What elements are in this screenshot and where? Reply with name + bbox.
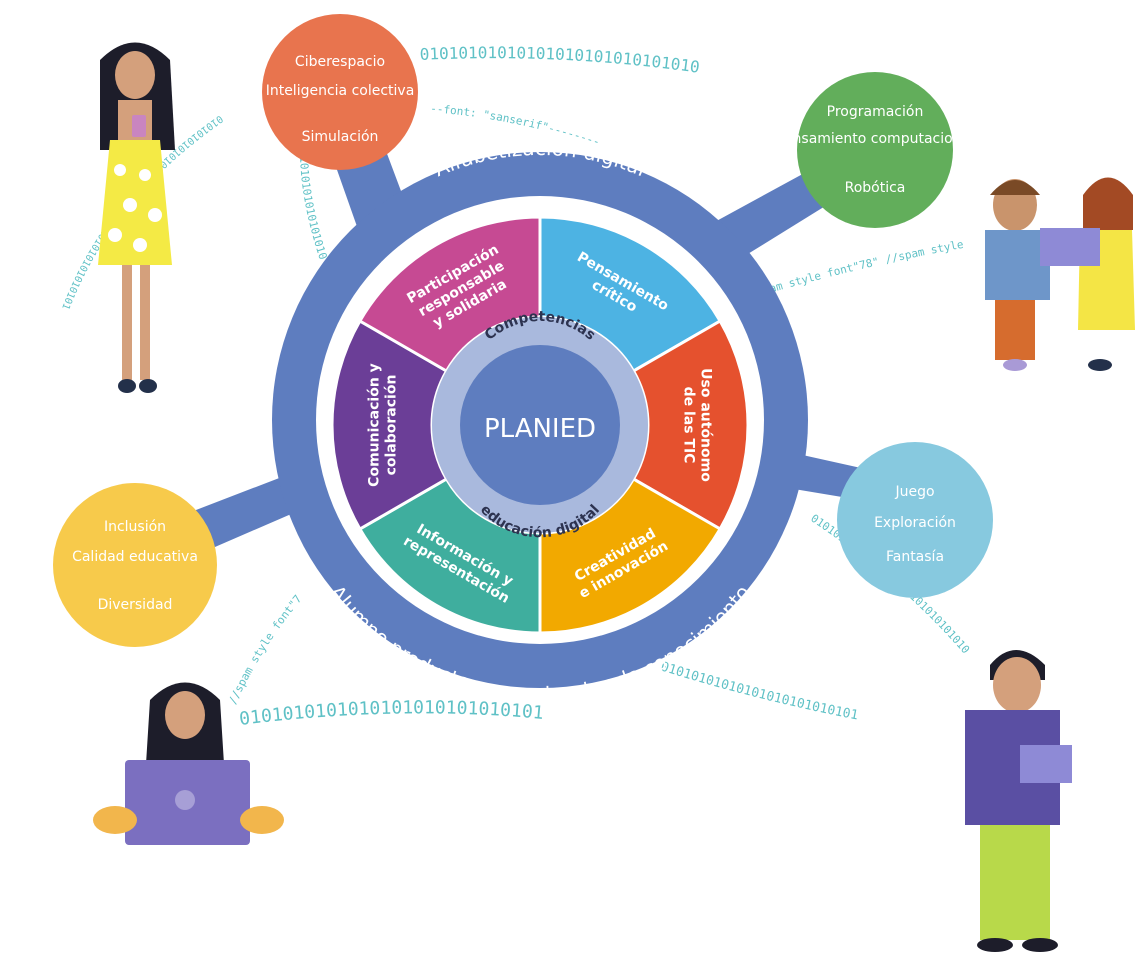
bubble-top-right-item-2: Pensamiento computacional (776, 131, 974, 147)
bubble-top-right-item-3: Robótica (845, 180, 906, 196)
competency-label-line: Uso autónomo (698, 368, 714, 482)
competency-label-line: colaboración (384, 375, 400, 476)
bubble-top-left-item-1: Ciberespacio (295, 54, 385, 70)
bubble-right-item-1: Juego (894, 484, 934, 500)
bubble-top-left-item-2: Inteligencia colectiva (266, 83, 415, 99)
bubble-left-circle (53, 483, 217, 647)
competency-label-line: Comunicación y (367, 363, 383, 487)
bubble-right-circle (837, 442, 993, 598)
competency-label-line: de las TIC (681, 387, 697, 464)
bubble-right-item-3: Fantasía (886, 549, 944, 565)
bubble-right-item-2: Exploración (874, 515, 956, 531)
bubble-right: Juego Exploración Fantasía (837, 442, 993, 598)
bubble-top-left: Ciberespacio Inteligencia colectiva Simu… (262, 14, 418, 170)
bubble-top-right-item-1: Programación (827, 104, 924, 120)
bubble-top-left-circle (262, 14, 418, 170)
bubble-left-item-2: Calidad educativa (72, 549, 198, 565)
binary-stream-bottom-right: 01010101010101010101010101 (659, 659, 860, 723)
spam-text-3: //spam style font"7 (226, 593, 305, 707)
bubble-left: Inclusión Calidad educativa Diversidad (53, 483, 217, 647)
bubble-left-item-1: Inclusión (104, 519, 166, 535)
competency-label-5: Comunicación ycolaboración (367, 363, 400, 487)
binary-stream-bottom-left: 0101010101010101010101010101 (238, 697, 544, 730)
bubble-top-right: Programación Pensamiento computacional R… (776, 72, 974, 228)
bubble-left-item-3: Diversidad (98, 597, 173, 613)
binary-stream-top: 01010101010101010101010101010 (419, 43, 701, 77)
bubble-top-left-item-3: Simulación (302, 129, 379, 145)
bubble-top-right-circle (797, 72, 953, 228)
center-title: PLANIED (484, 414, 596, 444)
girl-with-laptop-illustration (93, 682, 284, 845)
girl-with-phone-illustration (98, 42, 175, 393)
kids-with-tablet-illustration (985, 177, 1135, 371)
boy-with-tablet-illustration (965, 650, 1072, 952)
competency-label-2: Uso autónomode las TIC (681, 368, 714, 482)
center-disc (460, 345, 620, 505)
